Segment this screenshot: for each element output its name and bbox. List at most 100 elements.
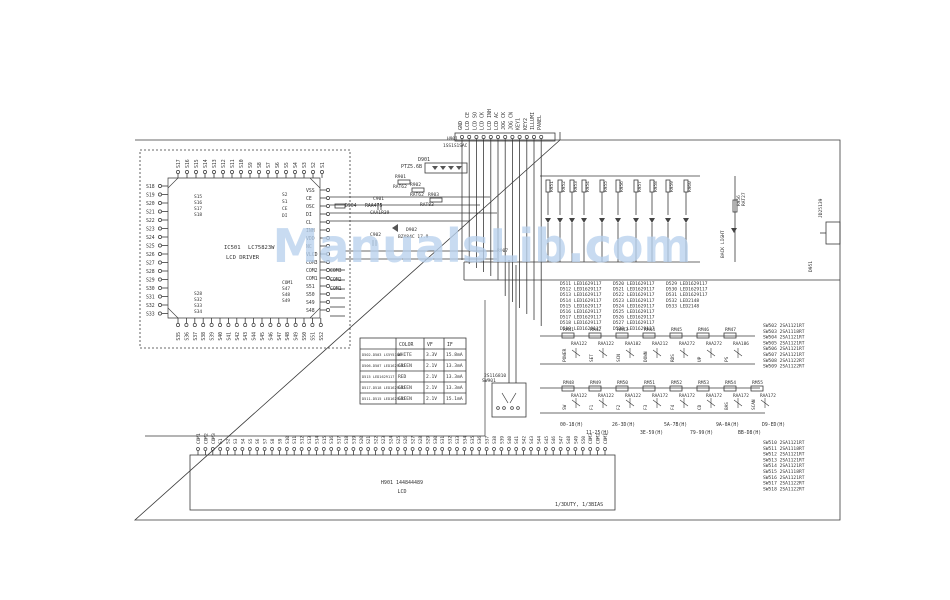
- range-label: D9-ED(H): [762, 422, 785, 428]
- switch-icon: [652, 398, 662, 408]
- pin-label: S6: [275, 162, 281, 168]
- switch-value: RAA122: [571, 393, 587, 399]
- lcd-pin: [469, 447, 474, 451]
- lcd-pin-label: S8: [270, 438, 276, 444]
- lcd-pin-label: COM3: [211, 433, 217, 444]
- lcd-pin-label: S13: [307, 436, 313, 444]
- pin: [275, 170, 279, 174]
- lcd-pin-label: S9: [277, 438, 283, 444]
- backlight-label: BACK LIGHT: [720, 230, 726, 258]
- pin-label: S17: [176, 159, 182, 168]
- pin-label: S7: [266, 162, 272, 168]
- pin: [326, 188, 330, 192]
- legend-cell: 2.1V: [426, 363, 437, 369]
- sw-list-entry: SW517 2SA1122RT: [763, 481, 805, 487]
- lcd-pin-label: COM1: [196, 433, 202, 444]
- inner-pin-label: S48: [282, 292, 290, 298]
- pin: [212, 170, 216, 174]
- lcd-pin-label: S39: [499, 436, 505, 444]
- lcd-driver-ref: IC501: [224, 245, 241, 251]
- legend-cell: D502-D503 LS5Y5188: [362, 353, 401, 357]
- lcd-pin: [580, 447, 585, 451]
- pin-label: S52: [319, 332, 325, 341]
- sw-list-entry: SW516 2SA1121RT: [763, 475, 805, 481]
- switch-label: UP: [697, 356, 703, 362]
- lcd-pin-label: S16: [329, 436, 335, 444]
- pin-label: S48: [306, 308, 315, 314]
- d902-part: BZX84C 17.9: [398, 234, 429, 240]
- connector-pin: [474, 135, 479, 139]
- pin-label: S49: [294, 332, 300, 341]
- legend-cell: GREEN: [398, 363, 412, 369]
- pin: [311, 170, 315, 174]
- pin: [260, 323, 264, 327]
- sw901-body: [491, 382, 527, 418]
- range-label: BB-D8(H): [738, 430, 761, 436]
- switch-ref: RM46: [698, 327, 709, 333]
- pin-label: S37: [193, 332, 199, 341]
- lcd-pin: [203, 447, 208, 451]
- lcd-pin: [432, 447, 437, 451]
- pin-label: S28: [146, 269, 155, 275]
- pin: [192, 323, 197, 327]
- legend-cell: D515 LED1629117: [362, 375, 394, 379]
- connector-pin-label: PANEL: [537, 115, 543, 130]
- lcd-pin: [270, 447, 274, 451]
- switch-resistor: [588, 385, 602, 392]
- legend-cell: 15.8mA: [446, 352, 463, 358]
- legend-header: VF: [427, 342, 433, 348]
- pin-label: S3: [302, 162, 308, 168]
- pin: [326, 284, 330, 288]
- lcd-driver-corners: [167, 177, 321, 319]
- diode-icon: [456, 166, 462, 170]
- lcd-pin-label: S2: [226, 438, 232, 444]
- led-resistor-ref: R951: [549, 181, 555, 192]
- sw901-pin: [510, 406, 514, 410]
- sw-list-entry: SW506 2SA1121RT: [763, 346, 805, 352]
- lcd-pin: [292, 447, 297, 451]
- lcd-pin-label: S43: [529, 436, 535, 444]
- lcd-pin: [418, 447, 422, 451]
- led-icon: [683, 218, 689, 223]
- switch-icon: [625, 398, 635, 408]
- connector-pin-label: LCD AC: [494, 112, 500, 130]
- lcd-pin: [543, 447, 548, 451]
- switch-label: F2: [616, 404, 622, 410]
- connector-pin-label: KEY1: [516, 118, 522, 130]
- connector-pin: [539, 135, 544, 139]
- sw-list-entry: SW515 2SA1118RT: [763, 469, 805, 475]
- pin: [302, 170, 306, 174]
- switch-icon: [571, 398, 581, 408]
- lcd-pin: [521, 447, 526, 451]
- r901-body: [397, 179, 411, 185]
- switch-icon: [760, 398, 770, 408]
- pin-label: S44: [252, 332, 258, 341]
- r907-ref: R907: [497, 248, 508, 254]
- lcd-pin-label: S42: [522, 436, 528, 444]
- backlight-led-icon: [731, 228, 737, 233]
- range-label: 9A-0A(H): [716, 422, 739, 428]
- legend-cell: WHITE: [398, 352, 412, 358]
- pin-label: S23: [146, 227, 155, 233]
- lcd-driver-desc: LCD DRIVER: [226, 255, 260, 261]
- pin: [284, 170, 288, 174]
- lcd-pin: [388, 447, 393, 451]
- inner-pin-label: S28: [194, 291, 202, 297]
- inner-pin-label: S33: [194, 303, 202, 309]
- d902-ref: D902: [406, 227, 417, 233]
- lcd-pin: [455, 447, 459, 451]
- led-list-entry: D520 LED1629117: [613, 281, 655, 287]
- lcd-pin: [440, 447, 445, 451]
- pin: [302, 323, 306, 327]
- pin: [248, 170, 252, 174]
- sw-list-entry: SW518 2SA1122RT: [763, 486, 805, 492]
- pin-label: S47: [277, 332, 283, 341]
- switch-icon: [733, 348, 743, 358]
- sw-list-entry: SW507 2SA1121RT: [763, 352, 805, 358]
- pin: [158, 277, 162, 282]
- bus-label: COM2: [330, 277, 342, 283]
- led-resistor: [615, 179, 621, 193]
- lcd-pin: [410, 447, 415, 451]
- pin-label: S14: [203, 159, 209, 168]
